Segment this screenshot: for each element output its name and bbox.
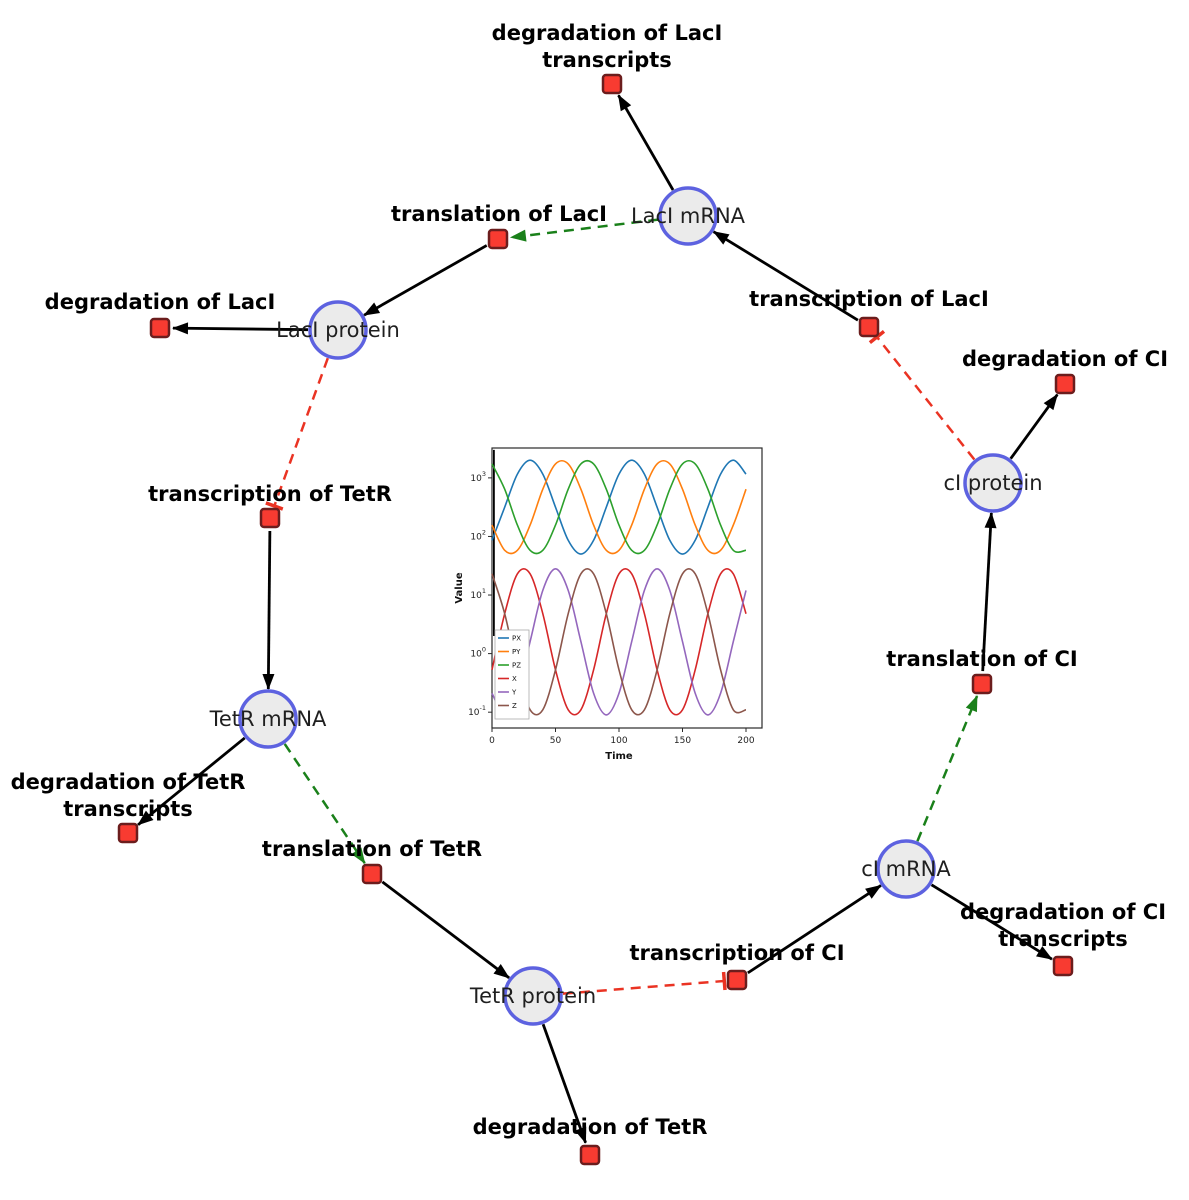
chart-legend: PX PY PZ XYZ <box>494 629 530 720</box>
x-axis-label: Time <box>605 751 633 762</box>
edge-production-translation_tetr--tetr_protein <box>381 880 510 979</box>
species-node-tetr_mrna[interactable] <box>238 689 298 749</box>
reaction-node-translation_tetr[interactable] <box>361 863 383 885</box>
reaction-node-translation_ci[interactable] <box>971 673 993 695</box>
species-node-ci_protein[interactable] <box>963 453 1023 513</box>
reaction-node-deg_laci[interactable] <box>149 317 171 339</box>
species-label-laci_mrna: LacI mRNA <box>631 204 746 228</box>
legend-label-PY: PY <box>512 648 521 656</box>
reaction-label-deg_ci_tx-1: transcripts <box>998 927 1128 951</box>
reaction-node-transcription_ci[interactable] <box>726 969 748 991</box>
svg-text:0: 0 <box>489 736 495 746</box>
edge-modifier-laci_mrna--translation_laci <box>509 218 659 242</box>
legend-label-Z: Z <box>512 702 517 710</box>
edge-consumption-tetr_mrna--deg_tetr_tx <box>137 736 246 826</box>
species-label-tetr_protein: TetR protein <box>469 984 596 1008</box>
edge-inhibition-ci_protein--transcription_laci <box>868 330 976 461</box>
edge-consumption-tetr_protein--deg_tetr <box>541 1023 587 1144</box>
svg-text:102: 102 <box>470 528 486 542</box>
reaction-label-transcription_ci-0: transcription of CI <box>629 941 844 965</box>
species-node-laci_mrna[interactable] <box>658 186 718 246</box>
series-line-Z <box>491 568 747 716</box>
reaction-label-deg_laci_tx-1: transcripts <box>542 48 672 72</box>
reaction-node-transcription_laci[interactable] <box>858 316 880 338</box>
series-line-PX <box>491 459 747 555</box>
svg-text:100: 100 <box>470 646 486 660</box>
edge-inhibition-laci_protein--transcription_tetr <box>265 357 329 511</box>
species-label-ci_mrna: cI mRNA <box>861 857 951 881</box>
edge-production-transcription_ci--ci_mrna <box>747 884 882 975</box>
edge-consumption-laci_protein--deg_laci <box>171 322 309 335</box>
series-line-X <box>491 568 747 716</box>
edge-consumption-ci_mrna--deg_ci_tx <box>930 883 1053 961</box>
reaction-label-deg_tetr_tx-0: degradation of TetR <box>11 770 246 794</box>
edge-production-translation_ci--ci_protein <box>981 511 997 672</box>
edge-inhibition-tetr_protein--transcription_ci <box>562 971 727 995</box>
reaction-label-transcription_tetr-0: transcription of TetR <box>148 482 392 506</box>
edge-production-transcription_laci--laci_mrna <box>712 230 859 322</box>
svg-text:200: 200 <box>737 736 754 746</box>
edge-production-translation_laci--laci_protein <box>363 244 488 317</box>
edge-production-transcription_tetr--tetr_mrna <box>262 530 275 691</box>
svg-text:100: 100 <box>610 736 627 746</box>
edge-modifier-ci_mrna--translation_ci <box>916 695 979 842</box>
reaction-node-deg_ci_tx[interactable] <box>1052 955 1074 977</box>
reaction-node-translation_laci[interactable] <box>487 228 509 250</box>
reaction-label-deg_ci_tx-0: degradation of CI <box>960 900 1166 924</box>
svg-text:101: 101 <box>470 587 486 601</box>
svg-text:50: 50 <box>550 736 562 746</box>
reaction-label-deg_tetr-0: degradation of TetR <box>473 1115 708 1139</box>
edge-modifier-tetr_mrna--translation_tetr <box>283 743 366 865</box>
series-line-Y <box>491 567 747 716</box>
svg-text:103: 103 <box>470 470 486 484</box>
legend-label-X: X <box>512 675 517 683</box>
reaction-node-deg_laci_tx[interactable] <box>601 73 623 95</box>
reaction-label-deg_laci_tx-0: degradation of LacI <box>492 21 723 45</box>
reaction-node-deg_ci[interactable] <box>1054 373 1076 395</box>
reaction-node-deg_tetr_tx[interactable] <box>117 822 139 844</box>
species-label-ci_protein: cI protein <box>943 471 1042 495</box>
reaction-node-deg_tetr[interactable] <box>579 1144 601 1166</box>
legend-label-PX: PX <box>512 635 521 643</box>
y-axis-label: Value <box>454 572 465 603</box>
reaction-label-translation_ci-0: translation of CI <box>886 647 1077 671</box>
series-line-PZ <box>491 459 747 555</box>
reaction-label-deg_tetr_tx-1: transcripts <box>63 797 193 821</box>
reaction-label-transcription_laci-0: transcription of LacI <box>749 287 989 311</box>
species-label-laci_protein: LacI protein <box>276 318 400 342</box>
reaction-node-transcription_tetr[interactable] <box>259 507 281 529</box>
species-node-laci_protein[interactable] <box>308 300 368 360</box>
species-label-tetr_mrna: TetR mRNA <box>209 707 327 731</box>
reaction-label-translation_tetr-0: translation of TetR <box>262 837 482 861</box>
reaction-label-deg_ci-0: degradation of CI <box>962 347 1168 371</box>
reaction-label-translation_laci-0: translation of LacI <box>391 202 607 226</box>
reaction-label-deg_laci-0: degradation of LacI <box>45 290 276 314</box>
svg-text:10-1: 10-1 <box>468 704 486 718</box>
series-line-PY <box>491 459 747 555</box>
species-node-ci_mrna[interactable] <box>876 839 936 899</box>
edge-consumption-ci_protein--deg_ci <box>1009 393 1059 460</box>
legend-label-PZ: PZ <box>512 662 521 670</box>
species-node-tetr_protein[interactable] <box>503 966 563 1026</box>
svg-text:150: 150 <box>674 736 691 746</box>
edge-consumption-laci_mrna--deg_laci_tx <box>617 94 675 191</box>
legend-label-Y: Y <box>511 689 517 697</box>
